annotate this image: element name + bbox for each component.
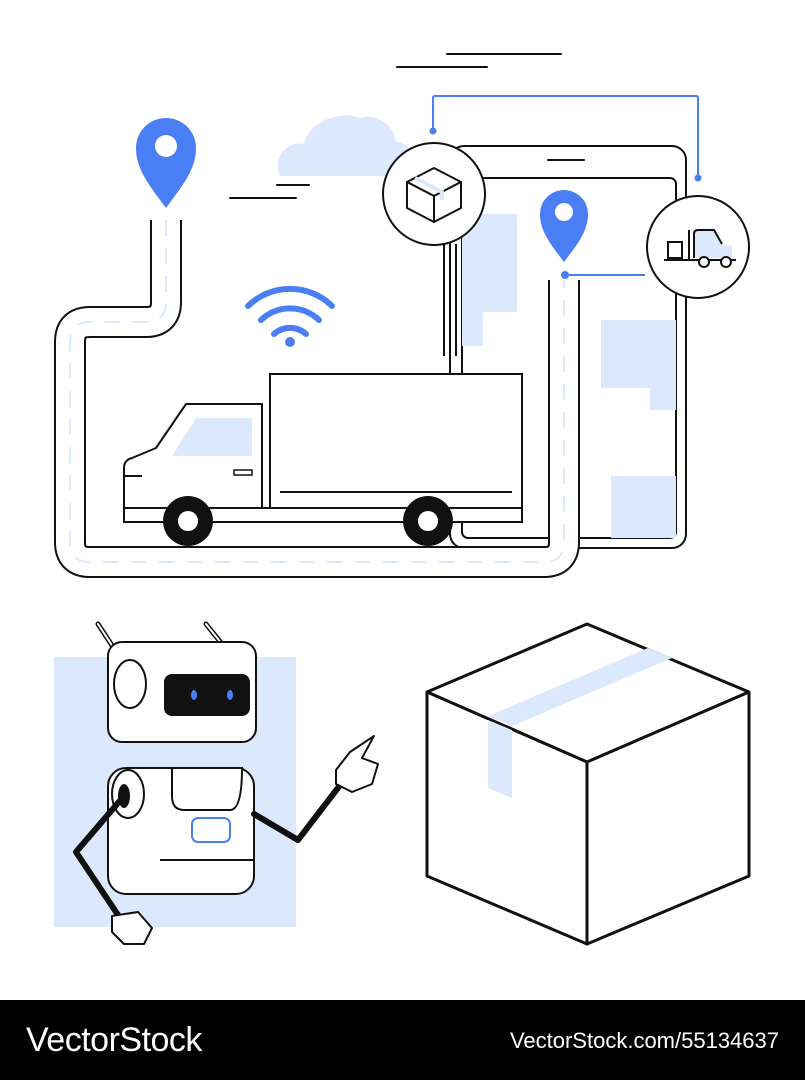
box-icon: [382, 142, 486, 246]
package-icon: [425, 622, 751, 946]
connector-lines: [429, 95, 702, 356]
logistics-illustration: [54, 53, 751, 946]
cloud-icon: [277, 115, 414, 176]
location-pin-icon: [540, 190, 588, 262]
watermark-footer: VectorStock VectorStock.com/55134637: [0, 1000, 805, 1080]
wifi-icon: [245, 285, 335, 347]
road: [54, 220, 580, 578]
speed-lines: [229, 53, 562, 199]
robot-icon: [54, 621, 379, 945]
watermark-brand: VectorStock: [26, 1021, 202, 1059]
forklift-icon: [646, 195, 750, 299]
delivery-truck-icon: [123, 373, 523, 546]
watermark-image-id: VectorStock.com/55134637: [509, 1028, 779, 1053]
location-pin-icon: [136, 118, 196, 208]
